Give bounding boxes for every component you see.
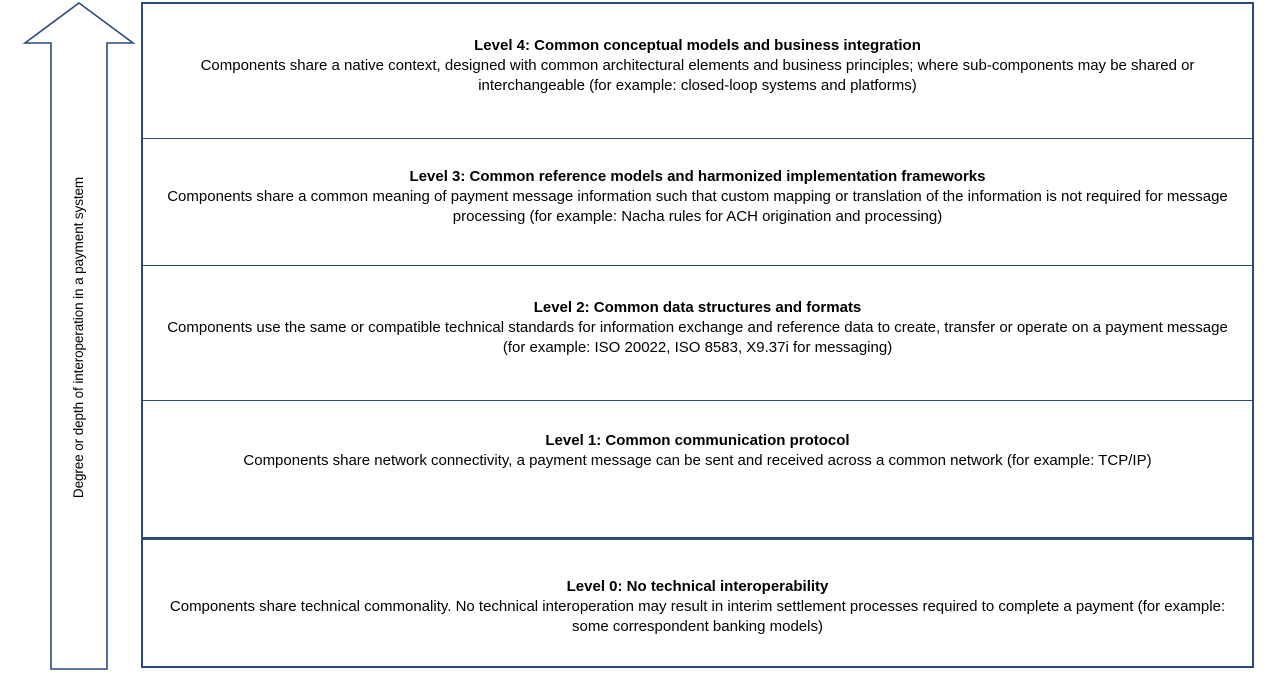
level-0-title: Level 0: No technical interoperability (566, 578, 829, 595)
up-arrow-icon (22, 2, 136, 670)
level-2-description: Components use the same or compatible te… (167, 318, 1228, 356)
level-1-description: Components share network connectivity, a… (243, 451, 1152, 469)
level-3-title: Level 3: Common reference models and har… (409, 168, 986, 185)
level-row-0: Level 0: No technical interoperability C… (143, 537, 1252, 666)
level-row-3: Level 3: Common reference models and har… (143, 138, 1252, 265)
level-4-title: Level 4: Common conceptual models and bu… (474, 37, 921, 54)
level-4-description: Components share a native context, desig… (200, 56, 1195, 94)
level-1-title: Level 1: Common communication protocol (545, 432, 850, 449)
degree-of-interoperation-arrow: Degree or depth of interoperation in a p… (18, 0, 140, 675)
levels-stack: Level 4: Common conceptual models and bu… (141, 2, 1254, 668)
level-row-1: Level 1: Common communication protocol C… (143, 400, 1252, 537)
level-3-description: Components share a common meaning of pay… (167, 187, 1228, 225)
level-row-2: Level 2: Common data structures and form… (143, 265, 1252, 400)
level-2-title: Level 2: Common data structures and form… (533, 299, 862, 316)
level-row-4: Level 4: Common conceptual models and bu… (143, 4, 1252, 138)
level-0-description: Components share technical commonality. … (169, 597, 1226, 635)
